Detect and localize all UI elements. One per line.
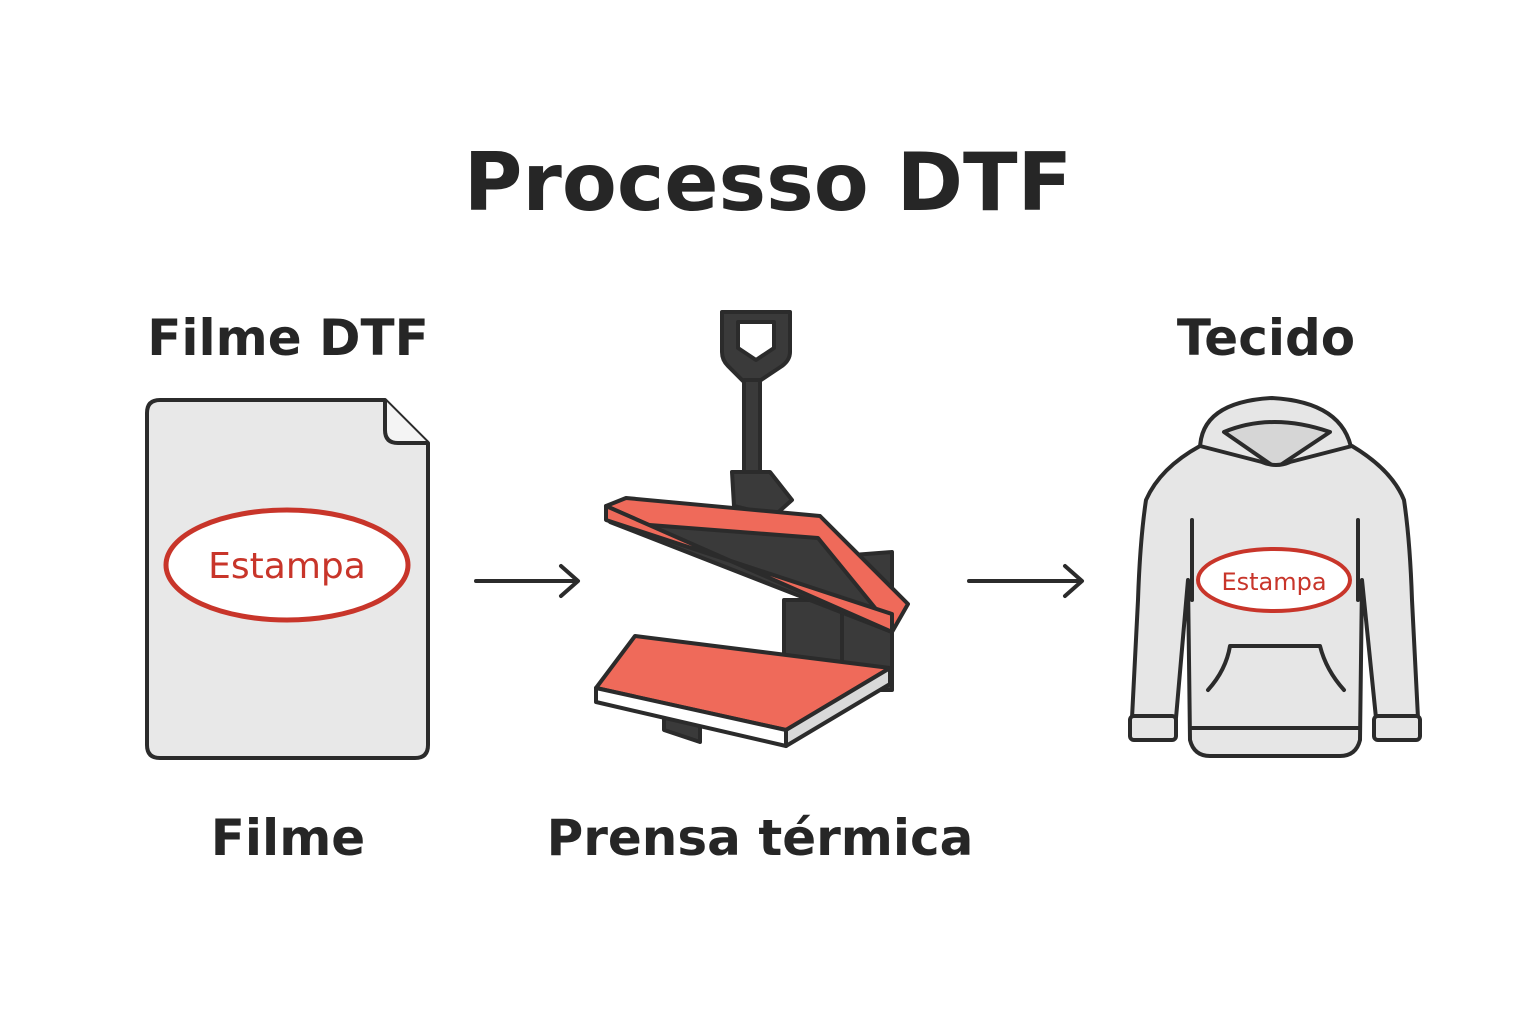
heat-press-icon: [594, 310, 910, 748]
fabric-stamp-text: Estampa: [1221, 568, 1326, 596]
hoodie-icon: Estampa: [1128, 396, 1422, 758]
arrow-right-icon: [474, 564, 580, 598]
film-sheet-icon: Estampa: [145, 398, 430, 760]
fabric-top-label: Tecido: [1176, 309, 1356, 367]
film-stamp-text: Estampa: [208, 546, 366, 587]
diagram-title: Processo DTF: [463, 136, 1073, 229]
film-bottom-label: Filme: [210, 809, 366, 867]
press-bottom-label: Prensa térmica: [546, 809, 974, 867]
arrow-right-icon: [967, 564, 1084, 598]
film-top-label: Filme DTF: [147, 309, 429, 367]
